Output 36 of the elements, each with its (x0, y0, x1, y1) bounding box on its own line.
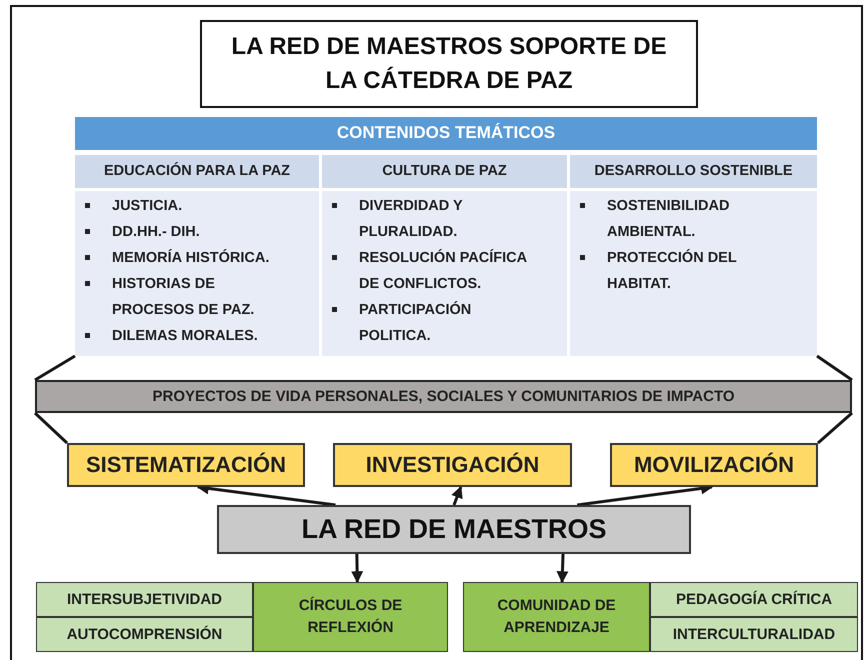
concept-box: PEDAGOGÍA CRÍTICA (650, 582, 858, 617)
bullet-item: MEMORÍA HISTÓRICA. (112, 248, 270, 268)
action-box: SISTEMATIZACIÓN (67, 443, 305, 487)
bullet-item: JUSTICIA. (112, 197, 182, 216)
bullet-item: PROTECCIÓN DEL HABITAT. (607, 248, 738, 294)
column-header: EDUCACIÓN PARA LA PAZ (75, 155, 319, 188)
concept-box: INTERSUBJETIVIDAD (36, 582, 253, 617)
connector-line (34, 354, 76, 382)
title-box: LA RED DE MAESTROS SOPORTE DE LA CÁTEDRA DE PAZ (200, 20, 698, 108)
bullet-list-panel (75, 191, 319, 356)
concept-box: INTERCULTURALIDAD (650, 617, 858, 652)
concept-box: COMUNIDAD DE APRENDIZAJE (463, 582, 650, 652)
bullet-item: HISTORIAS DE PROCESOS DE PAZ. (112, 275, 256, 320)
concept-box: AUTOCOMPRENSIÓN (36, 617, 253, 652)
arrow (451, 486, 463, 506)
concept-box: CÍRCULOS DE REFLEXIÓN (253, 582, 448, 652)
bullet-list-panel (570, 191, 817, 356)
action-box: INVESTIGACIÓN (333, 443, 572, 487)
action-box: MOVILIZACIÓN (610, 443, 818, 487)
bullet-item: RESOLUCIÓN PACÍFICA DE CONFLICTOS. (359, 248, 528, 294)
impact-band: PROYECTOS DE VIDA PERSONALES, SOCIALES Y COMUNITARIOS DE IMPACTO (35, 380, 852, 413)
bullet-item: DILEMAS MORALES. (112, 327, 258, 346)
bullet-item: SOSTENIBILIDAD AMBIENTAL. (607, 197, 730, 242)
column-header: DESARROLLO SOSTENIBLE (570, 155, 817, 188)
connector-line (816, 354, 853, 382)
connector-line (817, 412, 853, 444)
bullet-item: PARTICIPACIÓN POLITICA. (359, 300, 472, 346)
network-box: LA RED DE MAESTROS (217, 505, 691, 554)
bullet-item: DD.HH.- DIH. (112, 223, 200, 242)
header-band: CONTENIDOS TEMÁTICOS (75, 117, 817, 150)
bullet-item: DIVERDIDAD Y PLURALIDAD. (359, 197, 464, 242)
arrow (556, 554, 568, 584)
column-header: CULTURA DE PAZ (322, 155, 567, 188)
bullet-list-panel (322, 191, 567, 356)
connector-line (34, 412, 68, 444)
arrow (351, 554, 364, 584)
